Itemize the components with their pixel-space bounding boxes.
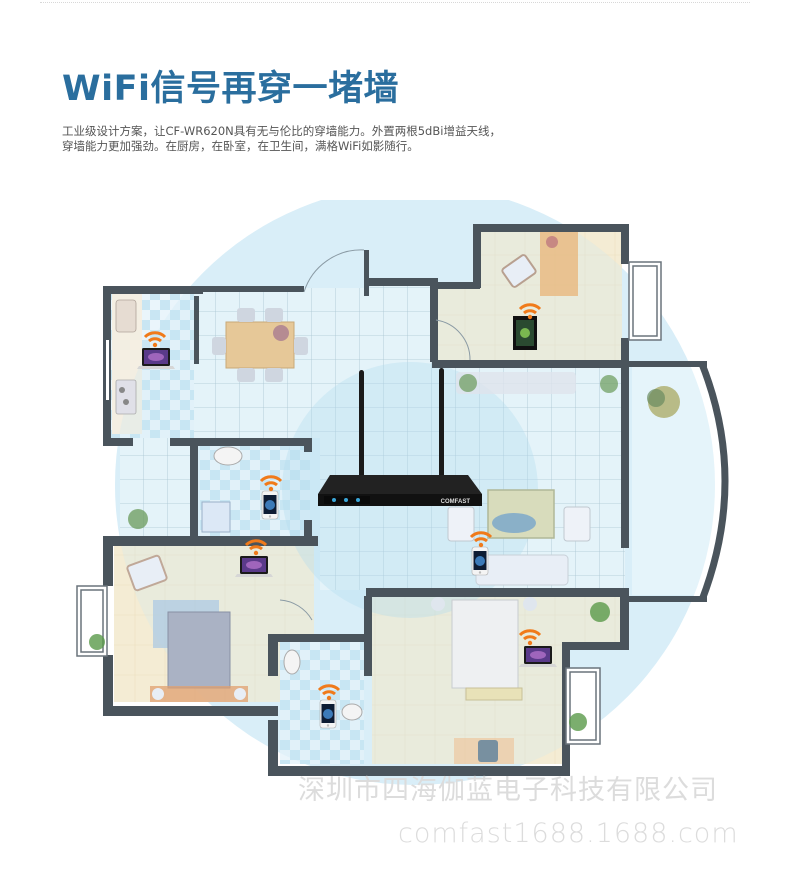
top-divider [40,2,750,3]
description-line-2: 穿墙能力更加强劲。在厨房，在卧室，在卫生间，满格WiFi如影随行。 [62,139,419,153]
antenna-right [439,368,444,482]
watermark-company: 深圳市四海伽蓝电子科技有限公司 [298,775,718,806]
phone-device-bath1 [261,490,279,520]
description: 工业级设计方案，让CF-WR620N具有无与伦比的穿墙能力。外置两根5dBi增益… [62,124,501,154]
phone-device-bath2 [319,699,337,729]
watermark-site: comfast1688.1688.com [398,818,739,849]
floor-plan: COMFAST [76,200,729,785]
description-line-1: 工业级设计方案，让CF-WR620N具有无与伦比的穿墙能力。外置两根5dBi增益… [62,124,501,138]
tablet-device [513,316,537,350]
dining-table [212,308,308,382]
antenna-left [359,370,364,482]
router-brand: COMFAST [441,499,471,505]
page-title: WiFi信号再穿一堵墙 [62,69,400,109]
router: COMFAST [318,368,482,506]
walls [103,224,729,776]
hall-floor [370,278,432,368]
phone-device-living [471,546,489,576]
balcony-floor [632,365,721,595]
